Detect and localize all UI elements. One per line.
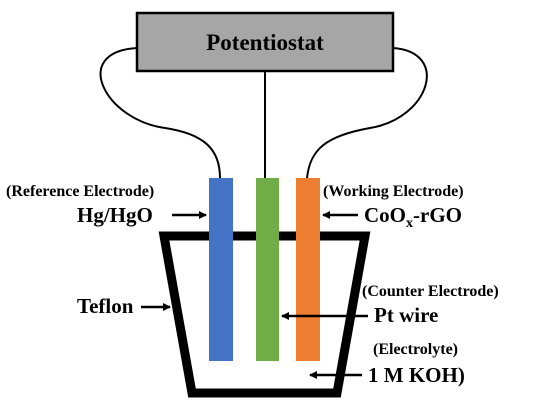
electrolyte-value-label: 1 M KOH)	[368, 363, 465, 387]
reference-wire	[99, 47, 221, 179]
counter-electrode	[256, 178, 279, 361]
working-wire	[306, 47, 428, 179]
electrolyte-role-label: (Electrolyte)	[373, 341, 458, 358]
working-material-label: CoOx-rGO	[364, 203, 462, 231]
potentiostat-box	[135, 11, 395, 73]
working-electrode	[296, 178, 320, 361]
working-role-label: (Working Electrode)	[323, 183, 464, 200]
potentiostat-label: Potentiostat	[206, 30, 324, 55]
teflon-label: Teflon	[77, 294, 134, 318]
reference-role-label: (Reference Electrode)	[6, 183, 154, 200]
reference-material-label: Hg/HgO	[77, 203, 153, 227]
counter-role-label: (Counter Electrode)	[362, 283, 499, 300]
reference-electrode	[209, 178, 233, 361]
counter-material-label: Pt wire	[374, 303, 438, 327]
